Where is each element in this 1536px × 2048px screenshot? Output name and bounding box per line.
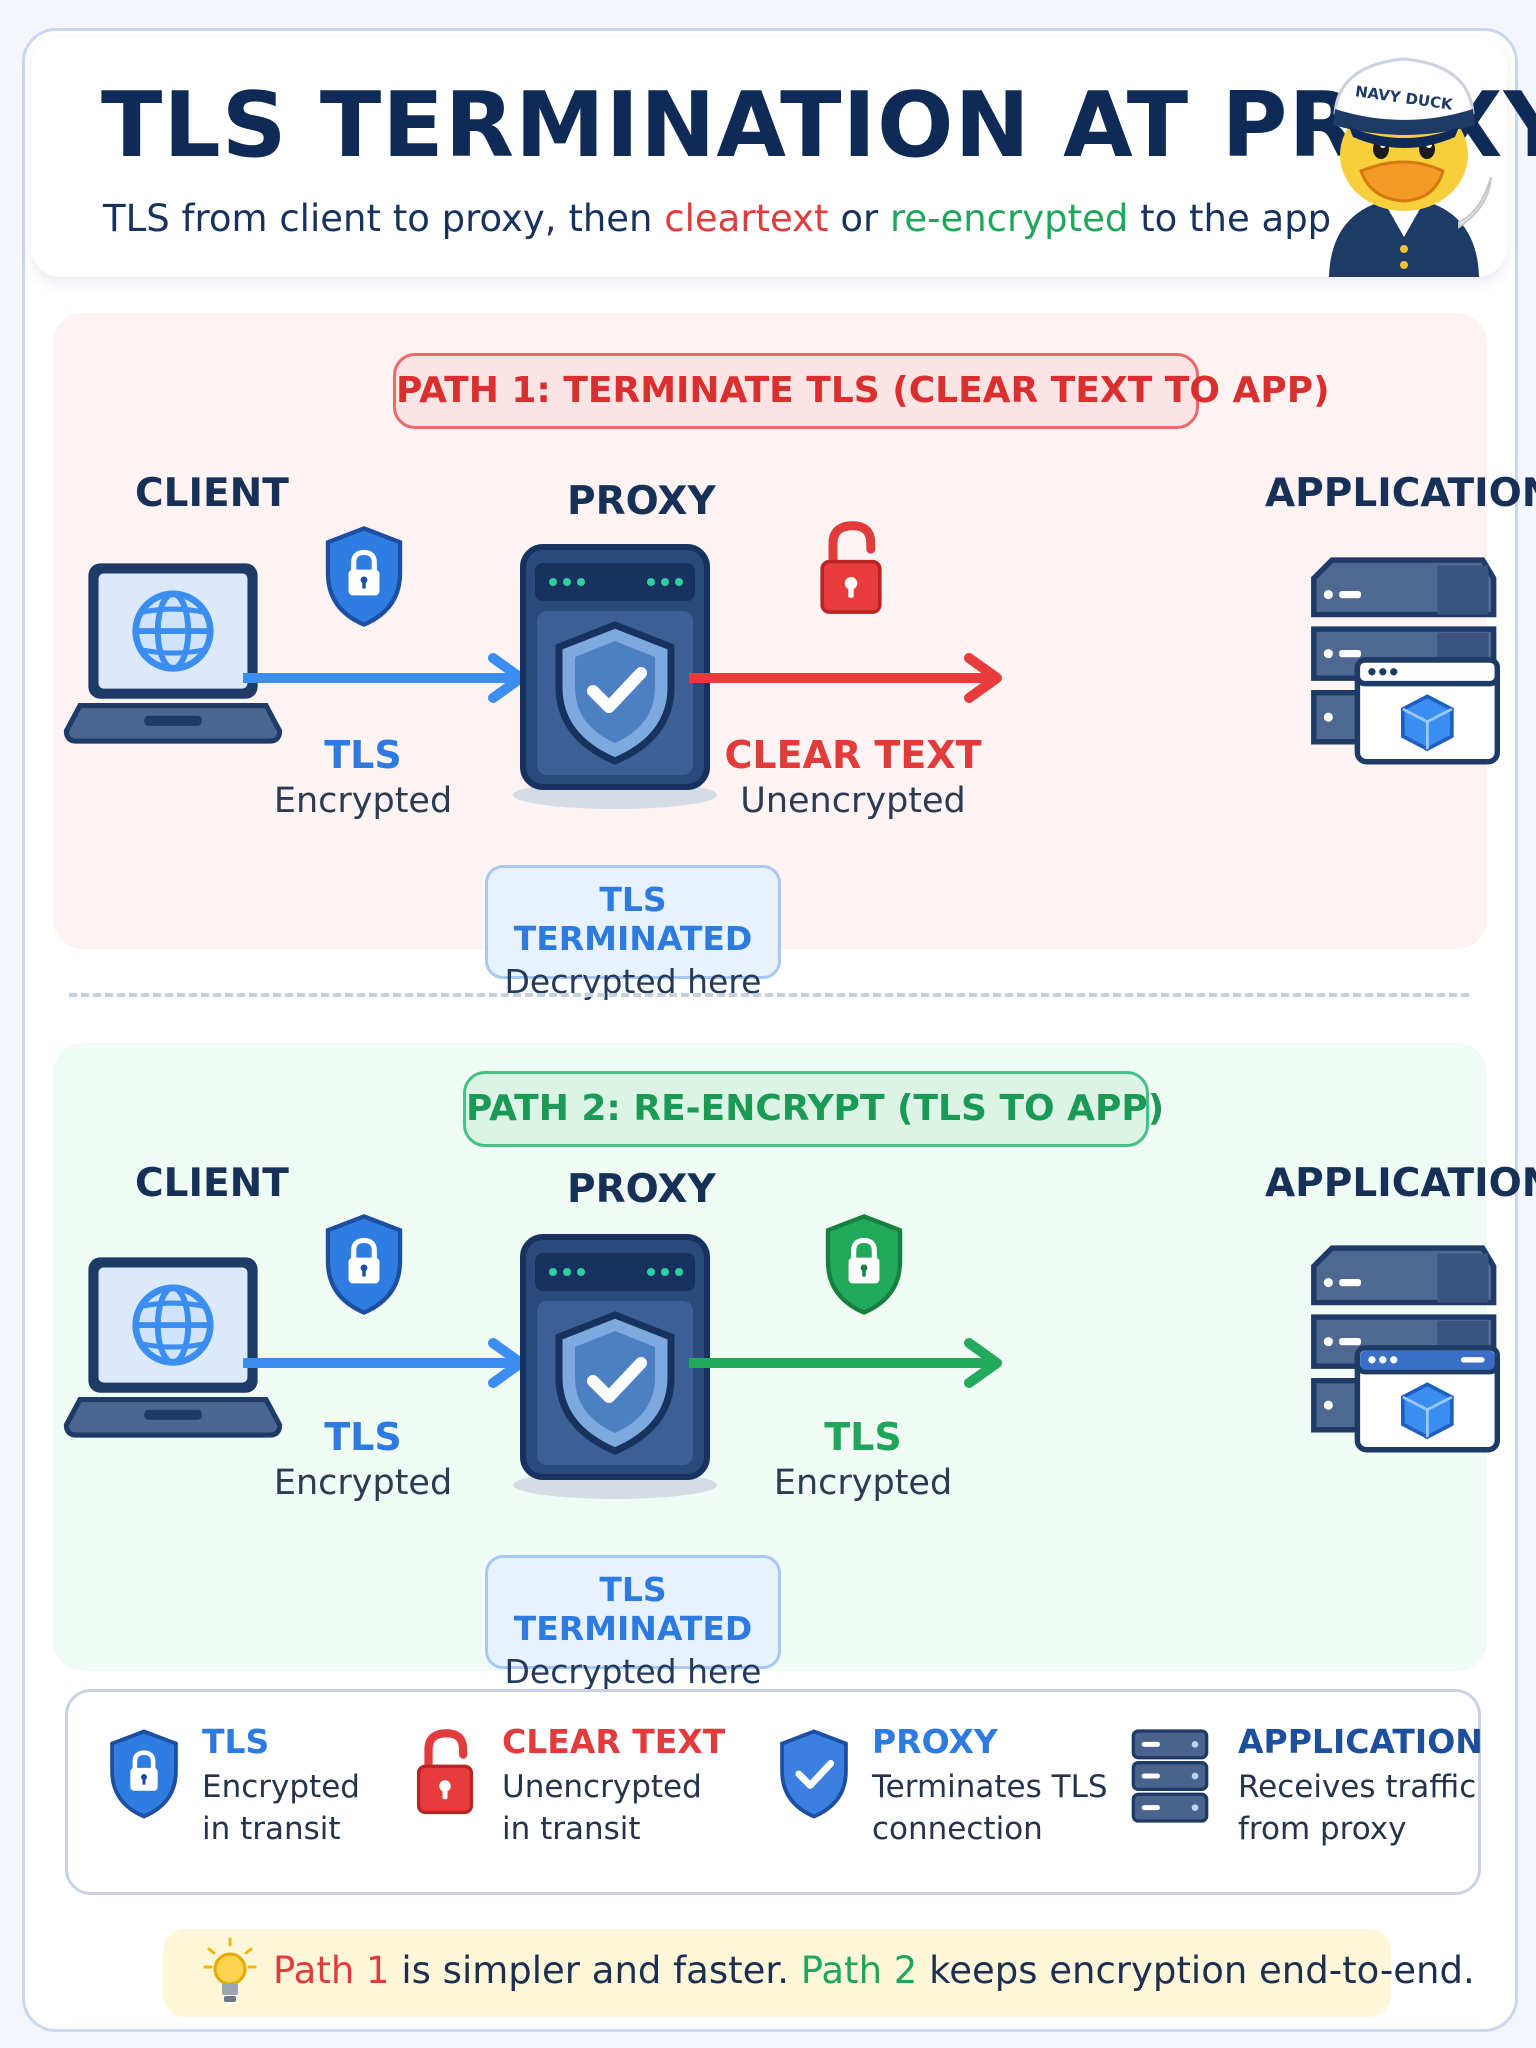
path2-terminated-title: TLS TERMINATED — [513, 1570, 753, 1648]
path1-tls-terminated-box: TLS TERMINATED Decrypted here — [485, 865, 781, 1001]
legend-application-line1: Receives traffic — [1238, 1769, 1477, 1805]
note-text1: is simpler and faster. — [389, 1949, 801, 1992]
note-text2: keeps encryption end-to-end. — [917, 1949, 1475, 1992]
header-card: TLS TERMINATION AT PROXY TLS from client… — [31, 37, 1536, 277]
legend-proxy-line2: connection — [872, 1811, 1043, 1847]
note-path2: Path 2 — [800, 1949, 918, 1992]
note-path1: Path 1 — [273, 1949, 390, 1992]
legend-cleartext-title: CLEAR TEXT — [502, 1722, 726, 1761]
page-title: TLS TERMINATION AT PROXY — [101, 73, 1536, 178]
path1-application-label: APPLICATION — [1265, 471, 1536, 516]
path1-right-link-title: CLEAR TEXT — [724, 733, 982, 777]
path2-title: PATH 2: RE-ENCRYPT (TLS TO APP) — [463, 1071, 1164, 1147]
path1-application-server-icon — [1301, 551, 1501, 769]
path2-tls-lock-shield-icon — [321, 1213, 407, 1316]
path2-right-link-title: TLS — [824, 1415, 902, 1459]
legend-proxy-title: PROXY — [872, 1722, 998, 1761]
path2-tls-arrow — [243, 1338, 526, 1388]
path1-open-padlock-icon — [815, 518, 887, 618]
legend-proxy-line1: Terminates TLS — [872, 1769, 1108, 1805]
summary-note: Path 1 is simpler and faster. Path 2 kee… — [163, 1929, 1475, 2017]
subtitle-part1: TLS from client to proxy, then — [103, 197, 665, 240]
legend-item-proxy: PROXY Terminates TLS connection — [776, 1722, 1108, 1872]
page-subtitle: TLS from client to proxy, then cleartext… — [103, 197, 1331, 240]
path2-application-server-icon — [1301, 1239, 1501, 1457]
legend-item-application: APPLICATION Receives traffic from proxy — [1128, 1722, 1483, 1872]
path2-tls-terminated-box: TLS TERMINATED Decrypted here — [485, 1555, 781, 1691]
path1-right-link-sub: Unencrypted — [740, 781, 966, 821]
path2-application-label: APPLICATION — [1265, 1161, 1536, 1206]
path2-green-lock-shield-icon — [821, 1213, 907, 1316]
legend-application-line2: from proxy — [1238, 1811, 1407, 1847]
lightbulb-icon — [203, 1937, 257, 2002]
path1-left-link-title: TLS — [324, 733, 402, 777]
legend-open-padlock-icon — [412, 1726, 478, 1818]
path1-proxy-label: PROXY — [567, 479, 716, 524]
legend-item-cleartext: CLEAR TEXT Unencrypted in transit — [406, 1722, 736, 1872]
legend-tls-line2: in transit — [202, 1811, 341, 1847]
legend-tls-title: TLS — [202, 1722, 270, 1761]
summary-text: Path 1 is simpler and faster. Path 2 kee… — [273, 1949, 1475, 1992]
subtitle-or: or — [828, 197, 890, 240]
path1-tls-lock-shield-icon — [321, 525, 407, 628]
path2-tls-reencrypt-arrow — [689, 1338, 1002, 1388]
path1-client-label: CLIENT — [135, 471, 289, 516]
navy-duck-mascot-icon: NAVY DUCK — [1329, 57, 1492, 277]
legend-check-shield-icon — [776, 1726, 852, 1822]
path2-terminated-sub: Decrypted here — [504, 1652, 762, 1691]
section-divider — [69, 993, 1469, 997]
path1-panel: PATH 1: TERMINATE TLS (CLEAR TEXT TO APP… — [53, 313, 1536, 1001]
subtitle-cleartext: cleartext — [664, 197, 829, 240]
legend-tls-line1: Encrypted — [202, 1769, 360, 1805]
legend-cleartext-line2: in transit — [502, 1811, 641, 1847]
subtitle-reencrypted: re-encrypted — [889, 197, 1129, 240]
subtitle-end: to the app — [1128, 197, 1332, 240]
path2-client-label: CLIENT — [135, 1161, 289, 1206]
legend-server-stack-icon — [1131, 1729, 1209, 1823]
path1-terminated-title: TLS TERMINATED — [513, 880, 753, 958]
path2-left-link-title: TLS — [324, 1415, 402, 1459]
legend-application-title: APPLICATION — [1238, 1722, 1483, 1761]
path2-panel: PATH 2: RE-ENCRYPT (TLS TO APP) CLIENT P… — [53, 1043, 1536, 1691]
infographic-frame: TLS TERMINATION AT PROXY TLS from client… — [22, 28, 1536, 2032]
path1-left-link-sub: Encrypted — [273, 781, 453, 821]
path1-tls-arrow — [243, 653, 526, 703]
path2-right-link-sub: Encrypted — [773, 1463, 953, 1503]
path2-proxy-label: PROXY — [567, 1167, 716, 1212]
legend-tls-lock-shield-icon — [106, 1726, 182, 1822]
legend-cleartext-line1: Unencrypted — [502, 1769, 702, 1805]
path1-title: PATH 1: TERMINATE TLS (CLEAR TEXT TO APP… — [393, 353, 1330, 429]
path1-cleartext-arrow — [689, 653, 1002, 703]
path2-left-link-sub: Encrypted — [273, 1463, 453, 1503]
legend-item-tls: TLS Encrypted in transit — [106, 1722, 436, 1872]
legend-box: TLS Encrypted in transit CLEAR TEXT Unenc… — [65, 1689, 1483, 1895]
